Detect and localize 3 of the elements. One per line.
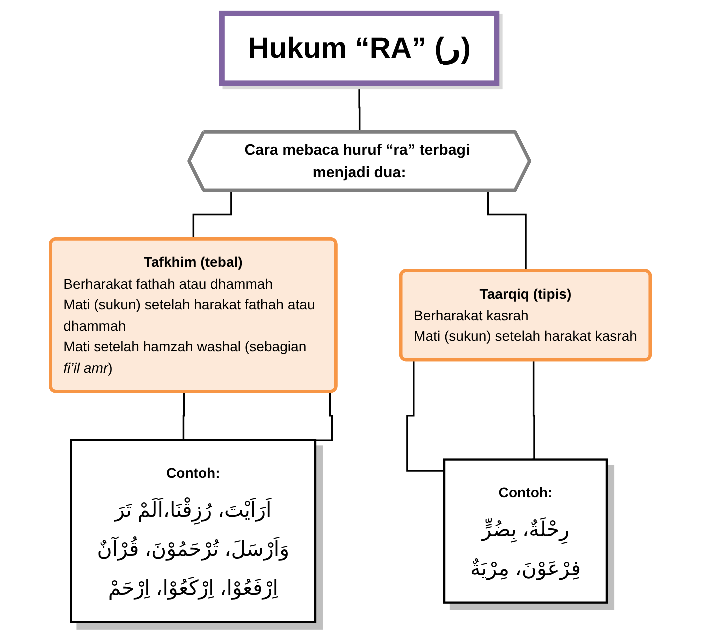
node-box: Hukum “RA” (ر) xyxy=(220,10,500,86)
connector xyxy=(183,391,186,442)
connector xyxy=(532,360,536,461)
